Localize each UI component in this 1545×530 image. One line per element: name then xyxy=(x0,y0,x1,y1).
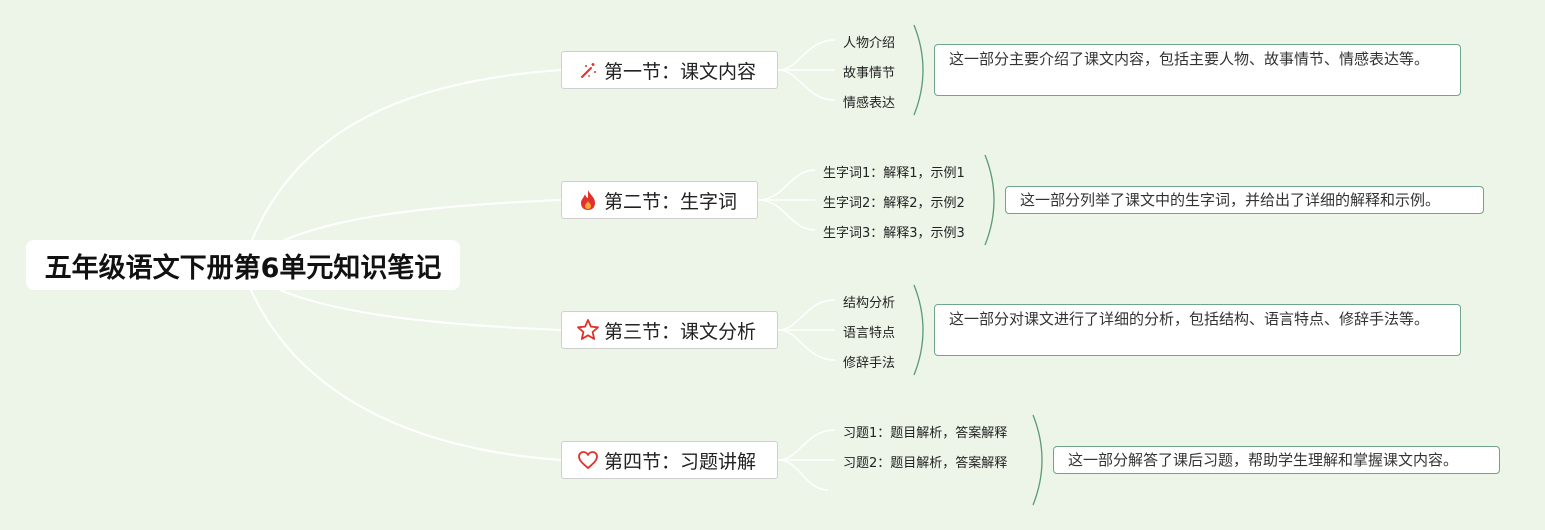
leaf-line-4-1 xyxy=(777,429,836,461)
leaf-item[interactable]: 语言特点 xyxy=(843,326,896,341)
leaf-item[interactable]: 习题2：题目解析，答案解释 xyxy=(843,456,1008,471)
section-title: 第一节：课文内容 xyxy=(604,60,757,83)
leaf-line-1-3 xyxy=(777,69,836,101)
leaf-item[interactable]: 人物介绍 xyxy=(843,36,896,51)
bracket-4 xyxy=(1032,414,1043,506)
section-title: 第四节：习题讲解 xyxy=(604,450,757,473)
section-title: 第三节：课文分析 xyxy=(604,320,757,343)
branch-line-2 xyxy=(279,199,562,243)
branch-line-4 xyxy=(249,287,562,461)
summary-note-3[interactable]: 这一部分对课文进行了详细的分析，包括结构、语言特点、修辞手法等。 xyxy=(934,304,1461,356)
branch-line-3 xyxy=(279,289,562,331)
leaf-item[interactable]: 生字词2：解释2，示例2 xyxy=(823,196,965,211)
section-title: 第二节：生字词 xyxy=(604,190,738,213)
leaf-line-3-3 xyxy=(777,329,836,361)
leaf-line-4-3 xyxy=(777,459,829,491)
leaf-item[interactable]: 修辞手法 xyxy=(843,356,896,371)
summary-note-4[interactable]: 这一部分解答了课后习题，帮助学生理解和掌握课文内容。 xyxy=(1053,446,1500,474)
section-topic-2[interactable]: 第二节：生字词 xyxy=(561,181,758,219)
summary-note-1[interactable]: 这一部分主要介绍了课文内容，包括主要人物、故事情节、情感表达等。 xyxy=(934,44,1461,96)
root-topic[interactable]: 五年级语文下册第6单元知识笔记 xyxy=(26,240,460,290)
leaf-line-1-1 xyxy=(777,39,836,71)
leaf-item[interactable]: 生字词1：解释1，示例1 xyxy=(823,166,965,181)
heart-icon xyxy=(576,448,600,472)
leaf-line-2-1 xyxy=(757,169,816,201)
leaf-item[interactable]: 习题1：题目解析，答案解释 xyxy=(843,426,1008,441)
summary-note-2[interactable]: 这一部分列举了课文中的生字词，并给出了详细的解释和示例。 xyxy=(1005,186,1484,214)
magic-wand-icon xyxy=(576,58,600,82)
star-icon xyxy=(576,318,600,342)
section-topic-4[interactable]: 第四节：习题讲解 xyxy=(561,441,778,479)
bracket-3 xyxy=(913,284,924,376)
leaf-item[interactable]: 结构分析 xyxy=(843,296,896,311)
bracket-1 xyxy=(913,24,924,116)
leaf-item[interactable]: 故事情节 xyxy=(843,66,896,81)
leaf-line-2-3 xyxy=(757,199,816,231)
section-topic-3[interactable]: 第三节：课文分析 xyxy=(561,311,778,349)
bracket-2 xyxy=(984,154,995,246)
leaf-line-3-1 xyxy=(777,299,836,331)
leaf-item[interactable]: 生字词3：解释3，示例3 xyxy=(823,226,965,241)
branch-line-1 xyxy=(249,69,562,246)
fire-icon xyxy=(576,188,600,212)
leaf-item[interactable]: 情感表达 xyxy=(843,96,896,111)
section-topic-1[interactable]: 第一节：课文内容 xyxy=(561,51,778,89)
